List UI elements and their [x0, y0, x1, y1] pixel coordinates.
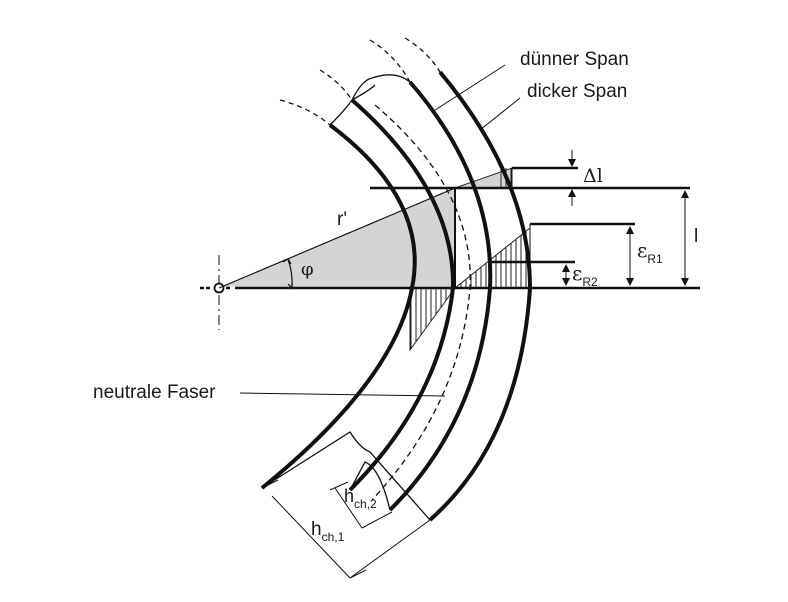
h-ch2-dimension: [334, 487, 363, 529]
arc-continuation-2: [319, 69, 353, 101]
chip-arc-inner: [260, 123, 417, 490]
chip-arc-thin-inner: [348, 98, 456, 492]
neutral-fiber-leader: [239, 392, 446, 397]
h-ch1-subscript: ch,1: [321, 530, 345, 544]
chip-arc-thin-outer: [388, 80, 493, 512]
thin-chip-label: dünner Span: [520, 49, 629, 70]
eps-r2-subscript: R2: [582, 275, 598, 289]
angle-label: φ: [301, 259, 314, 280]
chip-arc-outer: [428, 70, 533, 522]
chip-cut-top-thin: [351, 74, 411, 101]
eps-r1-label: εR1: [637, 238, 663, 265]
neutral-fiber-line: [371, 104, 471, 501]
delta-l-label: Δl: [583, 165, 603, 187]
arc-continuation-4: [404, 37, 441, 73]
length-label: l: [694, 226, 699, 247]
h-ch1-symbol: h: [311, 519, 322, 540]
h-ch2-label: hch,2: [344, 486, 377, 510]
radius-line: [218, 187, 456, 289]
h-ch2-subscript: ch,2: [354, 497, 377, 511]
h-ch1-dimension: [271, 495, 351, 579]
eps-r1-symbol: ε: [637, 238, 648, 262]
radius-label: r': [337, 209, 347, 230]
strain-hatch-upper-right: [453, 226, 531, 289]
chip-cut-top-thick: [329, 84, 376, 126]
h-ch1-label: hch,1: [311, 519, 344, 543]
h-ch2-symbol: h: [344, 486, 355, 506]
thick-chip-leader: [479, 97, 521, 131]
chip-cut-bottom-thin: [349, 461, 391, 511]
thick-chip-label: dicker Span: [527, 81, 628, 102]
arc-continuation-3: [369, 39, 411, 83]
eps-r1-subscript: R1: [647, 252, 663, 266]
eps-r2-symbol: ε: [572, 261, 583, 285]
thin-chip-leader: [431, 64, 506, 113]
arc-continuation-1: [279, 99, 331, 126]
chip-cut-bottom-thick: [261, 431, 431, 521]
neutral-fiber-label: neutrale Faser: [93, 382, 216, 403]
eps-r2-label: εR2: [572, 261, 598, 288]
